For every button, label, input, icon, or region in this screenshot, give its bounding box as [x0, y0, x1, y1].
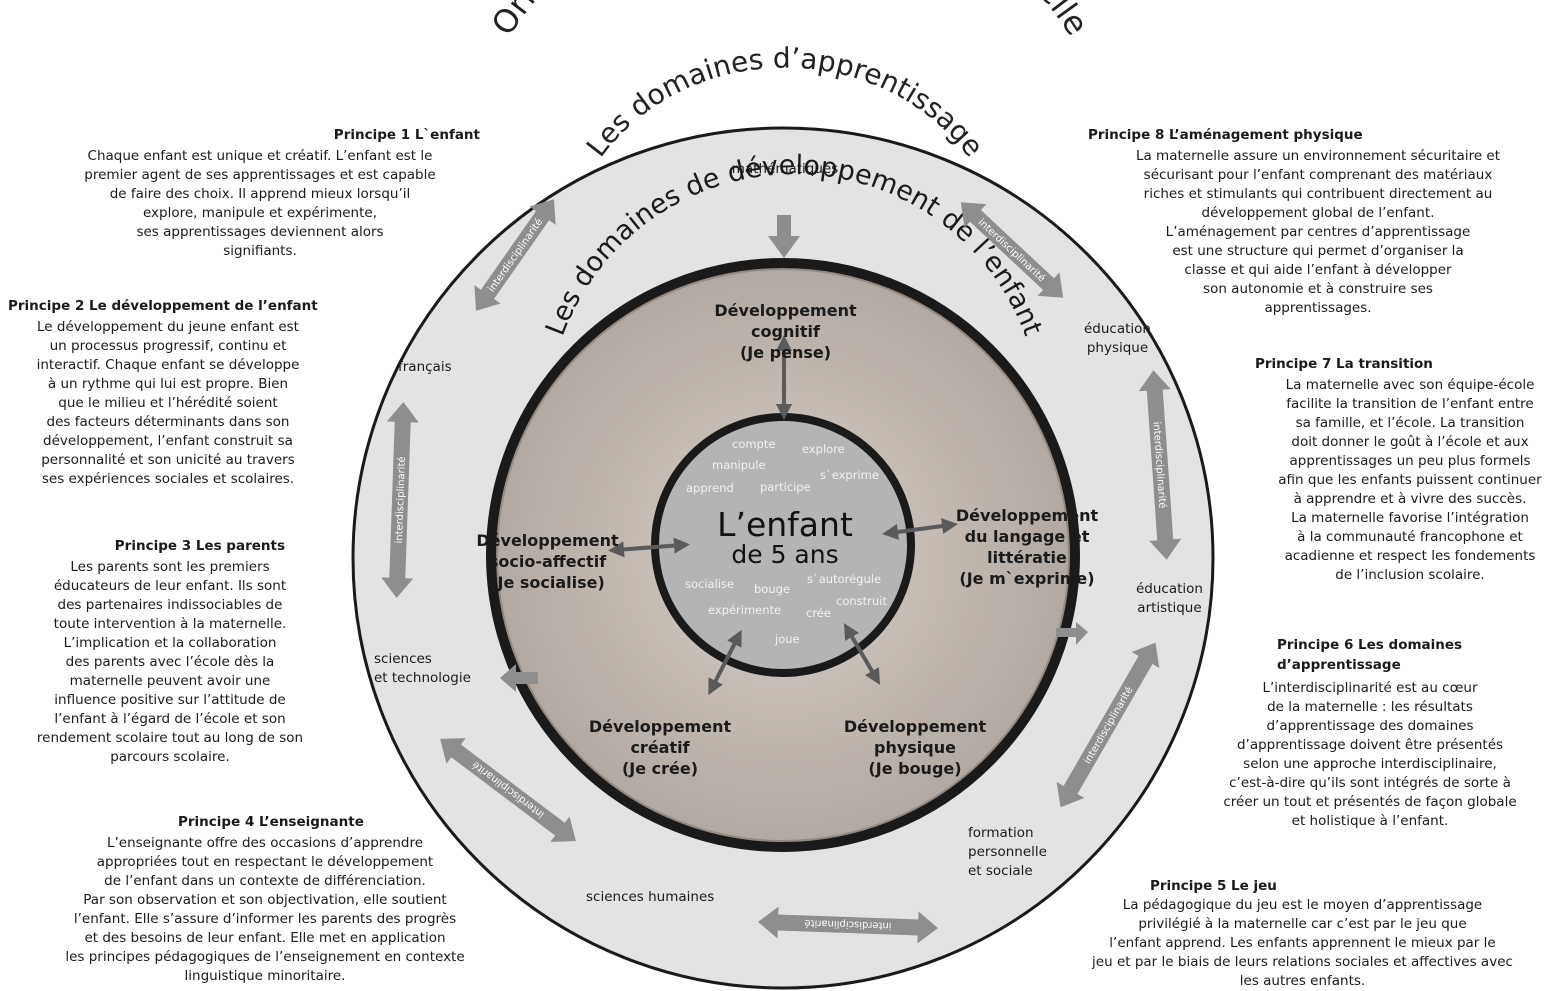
arrow-socio-affective — [608, 537, 690, 558]
principle-8-title: Principe 8 L’aménagement physique — [1088, 127, 1363, 143]
domain-education-physique: éducation physique — [1084, 321, 1151, 356]
arrow-language — [882, 518, 958, 540]
principle-1-text: Chaque enfant est unique et créatif. L’e… — [84, 148, 436, 259]
inward-arrow-top — [768, 215, 800, 258]
arrow-creative — [708, 629, 742, 696]
principle-3-title: Principe 3 Les parents — [114, 538, 285, 554]
principle-1: Principe 1 L`enfant Chaque enfant est un… — [84, 127, 480, 261]
principle-6-title: Principe 6 Les domaines d’apprentissage — [1277, 637, 1463, 673]
principle-4-text: L’enseignante offre des occasions d’appr… — [65, 835, 465, 984]
center-word-bouge: bouge — [754, 582, 790, 596]
center-word-apprend: apprend — [686, 481, 734, 495]
center-word-compte: compte — [732, 437, 775, 451]
dev-socio-affectif: Développement socio-affectif (Je sociali… — [476, 531, 619, 592]
inward-arrows — [500, 215, 1088, 692]
center-label-line2: de 5 ans — [731, 540, 838, 569]
center-word-sexprime: s`exprime — [820, 468, 879, 482]
principle-6: Principe 6 Les domaines d’apprentissage … — [1200, 635, 1540, 831]
center-word-manipule: manipule — [712, 458, 766, 472]
dev-physique: Développement physique (Je bouge) — [843, 717, 987, 778]
development-arrows — [608, 335, 958, 696]
center-word-construit: construit — [836, 594, 887, 608]
principle-5-title: Principe 5 Le jeu — [1150, 878, 1277, 894]
domain-sciences-technologie: sciences et technologie — [374, 651, 471, 686]
dev-creatif: Développement créatif (Je crée) — [588, 717, 732, 778]
domain-education-artistique: éducation artistique — [1136, 581, 1203, 616]
principle-6-text: L’interdisciplinarité est au cœur de la … — [1223, 680, 1517, 829]
principle-8-text: La maternelle assure un environnement sé… — [1135, 148, 1501, 316]
principle-2-title: Principe 2 Le développement de l’enfant — [8, 298, 318, 314]
principle-4-title: Principe 4 L’enseignante — [178, 814, 364, 830]
center-word-participe: participe — [760, 480, 811, 494]
principle-3-text: Les parents sont les premiers éducateurs… — [36, 559, 304, 765]
arrow-physical — [843, 623, 881, 685]
dev-cognitif: Développement cognitif (Je pense) — [714, 301, 857, 362]
inward-arrow-left — [500, 664, 538, 692]
interdisciplinarity-label-3: interdisciplinarité — [393, 456, 408, 543]
principle-5: Principe 5 Le jeu La pédagogique du jeu … — [1040, 878, 1565, 991]
principle-3: Principe 3 Les parents Les parents sont … — [30, 538, 303, 767]
domain-francais: français — [398, 359, 452, 375]
domain-mathematiques: mathématiques — [731, 161, 839, 177]
center-word-socialise: socialise — [685, 577, 734, 591]
principle-2: Principe 2 Le développement de l’enfant … — [8, 298, 348, 489]
principle-4: Principe 4 L’enseignante L’enseignante o… — [5, 814, 525, 986]
domain-formation-personnelle: formation personnelle et sociale — [968, 825, 1047, 879]
center-word-experimente: expérimente — [708, 603, 781, 617]
center-word-cree: crée — [806, 606, 831, 620]
center-word-sautoregule: s`autorégule — [807, 572, 881, 586]
domain-sciences-humaines: sciences humaines — [586, 889, 715, 905]
dev-langage: Développement du langage et littératie (… — [955, 506, 1099, 588]
principle-5-text: La pédagogique du jeu est le moyen d’app… — [1092, 897, 1513, 989]
center-word-joue: joue — [774, 632, 800, 646]
diagram-title: Orientation pédagogique de la maternelle — [484, 0, 1096, 42]
interdisciplinarity-label-7: interdisciplinarité — [804, 917, 891, 932]
principle-7-title: Principe 7 La transition — [1255, 356, 1433, 372]
principle-2-text: Le développement du jeune enfant est un … — [36, 319, 300, 487]
center-word-explore: explore — [802, 442, 845, 456]
center-label-line1: L’enfant — [717, 505, 853, 544]
principle-7-text: La maternelle avec son équipe-école faci… — [1278, 377, 1542, 583]
inward-arrow-right — [1056, 622, 1088, 645]
center-words: compte explore manipule s`exprime appren… — [685, 437, 887, 646]
principle-7: Principe 7 La transition La maternelle a… — [1255, 356, 1565, 585]
principle-8: Principe 8 L’aménagement physique La mat… — [1088, 127, 1568, 318]
principle-1-title: Principe 1 L`enfant — [333, 127, 480, 143]
